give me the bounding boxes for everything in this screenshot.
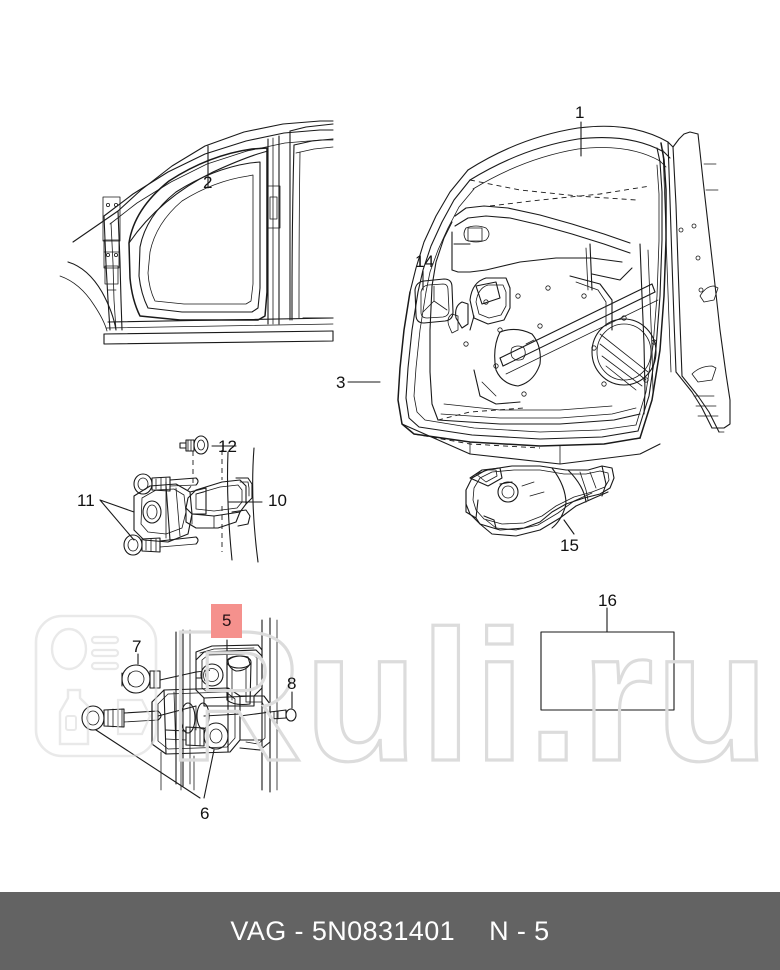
callout-14: 14 (415, 252, 434, 271)
leader-11 (99, 499, 135, 541)
door-bracket-15-group (465, 465, 615, 537)
callout-11: 11 (77, 491, 95, 510)
callout-5-highlighted: 5 (211, 604, 243, 638)
callout-7: 7 (132, 637, 142, 656)
callout-12: 12 (218, 437, 237, 456)
footer-page-reference: N - 5 (489, 915, 550, 946)
check-strap-screw-12 (179, 435, 209, 455)
footer-part-number: VAG - 5N0831401 (230, 915, 456, 946)
callout-leader-lines (99, 121, 608, 709)
technical-diagram: .ln { fill:none; stroke:#1a1a1a; stroke-… (59, 120, 731, 799)
door-hinge-group (81, 617, 297, 799)
hinge-bushing-7 (121, 664, 161, 694)
door-check-strap-group (123, 435, 259, 563)
callout-6: 6 (200, 804, 210, 823)
protective-film-16-group (540, 631, 675, 711)
callout-1: 1 (575, 103, 585, 122)
callout-16: 16 (598, 591, 617, 610)
callout-8: 8 (287, 674, 297, 693)
door-assembly-group (397, 125, 731, 465)
callout-15: 15 (560, 536, 579, 555)
footer-bar: VAG - 5N0831401 N - 5 (0, 892, 780, 970)
hinge-pin-8 (269, 708, 297, 722)
body-side-aperture-group (59, 120, 334, 345)
callout-10: 10 (268, 491, 287, 510)
hinge-bolt-lower (165, 722, 229, 750)
leader-15 (563, 519, 575, 535)
callout-3: 3 (336, 373, 346, 392)
hinge-bolt-left (81, 705, 162, 731)
door-plug-14 (414, 278, 454, 324)
callout-2: 2 (203, 173, 213, 192)
check-strap-bolt-lower (123, 534, 199, 556)
check-strap-bolt-upper (133, 473, 199, 495)
